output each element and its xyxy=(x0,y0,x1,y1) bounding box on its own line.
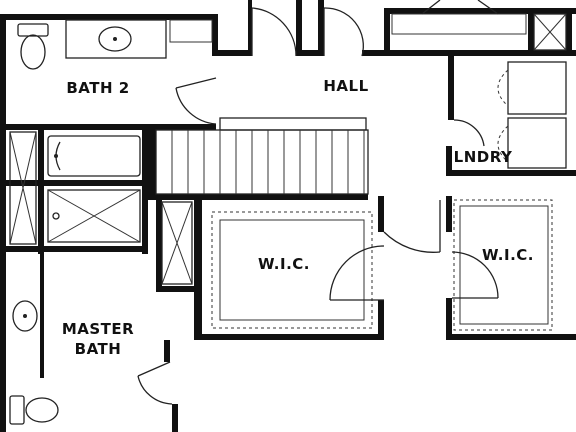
room-label-laundry: LNDRY xyxy=(454,148,513,166)
closet-shelf xyxy=(453,199,553,331)
room-label-bath-2: BATH 2 xyxy=(66,79,129,97)
room-label-master-bath-line1: MASTER xyxy=(62,320,134,338)
shower-icon xyxy=(47,189,141,243)
vanity-sink-icon xyxy=(65,19,167,59)
staircase xyxy=(155,117,369,195)
closet-shelf xyxy=(211,211,373,329)
linen-closet xyxy=(533,13,567,51)
linen-closet xyxy=(161,201,193,285)
toilet-icon xyxy=(17,23,49,70)
vanity-sink-icon xyxy=(12,300,38,332)
toilet-icon xyxy=(9,395,59,425)
closet-shelf xyxy=(169,19,213,43)
linen-closet xyxy=(9,131,37,245)
room-label-wic-left: W.I.C. xyxy=(258,255,310,273)
closet-shelf xyxy=(391,13,527,35)
door-swings xyxy=(137,7,499,405)
room-label-wic-right: W.I.C. xyxy=(482,246,534,264)
bathtub-icon xyxy=(47,135,141,177)
dryer-icon xyxy=(497,117,567,169)
room-label-master-bath-line2: BATH xyxy=(75,340,122,358)
room-label-hall: HALL xyxy=(323,77,368,95)
washer-icon xyxy=(497,61,567,115)
